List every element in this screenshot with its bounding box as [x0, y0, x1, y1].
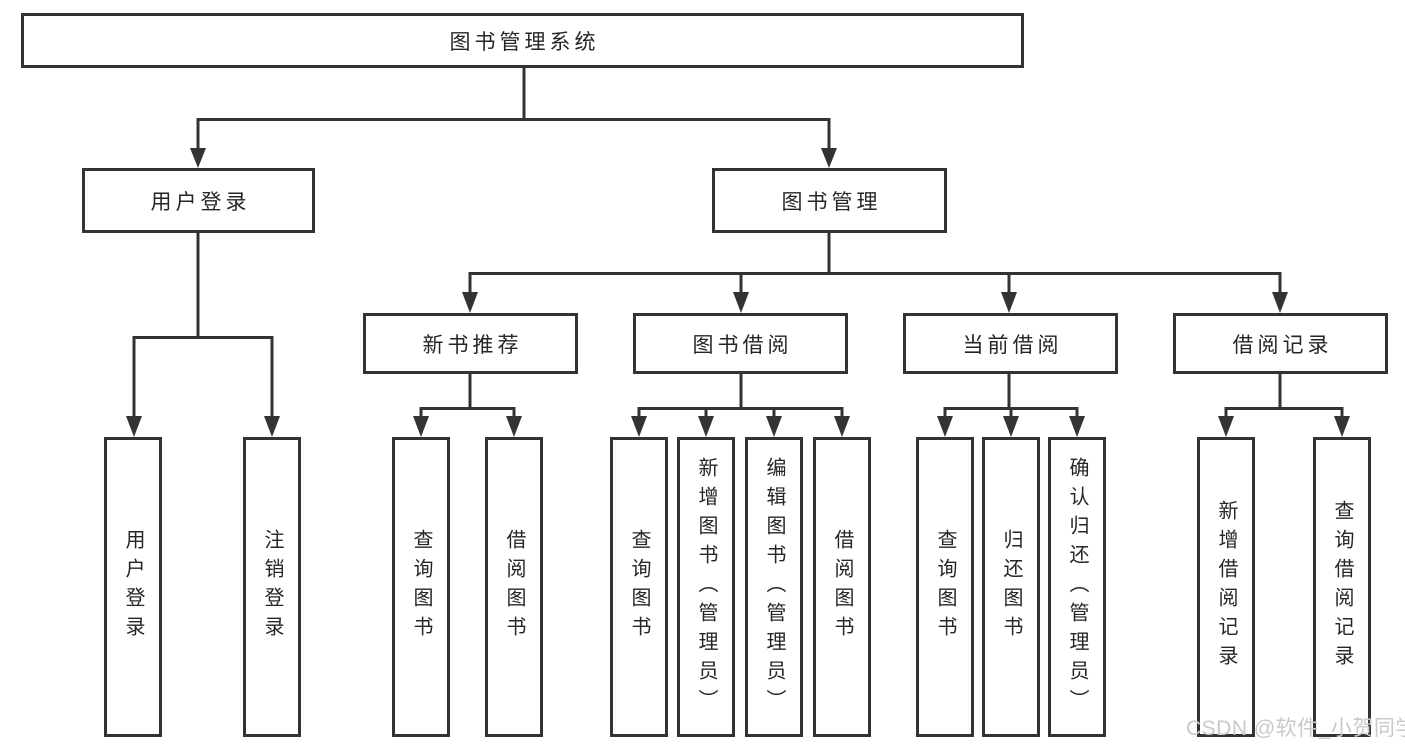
arrowhead-icon — [1334, 416, 1350, 437]
node-label: 新书推荐 — [422, 333, 523, 357]
leaf-query-books-recommend: 查询图书 — [392, 437, 450, 737]
leaf-borrow-book: 借阅图书 — [813, 437, 871, 737]
node-label: 图书借阅 — [692, 333, 793, 357]
node-label: 借阅记录 — [1232, 333, 1333, 357]
arrowhead-icon — [821, 148, 837, 168]
leaf-borrow-books-recommend: 借阅图书 — [485, 437, 543, 737]
leaf-label: 查询图书 — [934, 529, 956, 645]
arrowhead-icon — [834, 416, 850, 437]
leaf-label: 注销登录 — [261, 529, 283, 645]
arrowhead-icon — [413, 416, 429, 437]
arrowhead-icon — [631, 416, 647, 437]
leaf-logout: 注销登录 — [243, 437, 301, 737]
node-library-system: 图书管理系统 — [21, 13, 1024, 68]
leaf-add-book-admin: 新增图书（管理员） — [677, 437, 735, 737]
leaf-return-book: 归还图书 — [982, 437, 1040, 737]
node-label: 用户登录 — [150, 190, 251, 214]
node-label: 当前借阅 — [962, 333, 1063, 357]
connector-records-to-leaves — [1224, 374, 1344, 420]
leaf-confirm-return-admin: 确认归还（管理员） — [1048, 437, 1106, 737]
node-current-borrowing: 当前借阅 — [903, 313, 1118, 374]
arrowhead-icon — [1001, 292, 1017, 313]
leaf-edit-book-admin: 编辑图书（管理员） — [745, 437, 803, 737]
arrowhead-icon — [1272, 292, 1288, 313]
leaf-label: 新增图书（管理员） — [695, 456, 717, 718]
leaf-label: 编辑图书（管理员） — [763, 456, 785, 718]
arrowhead-icon — [264, 416, 280, 437]
node-borrow-records: 借阅记录 — [1173, 313, 1388, 374]
leaf-query-books-current: 查询图书 — [916, 437, 974, 737]
leaf-add-borrow-record: 新增借阅记录 — [1197, 437, 1255, 737]
leaf-label: 新增借阅记录 — [1215, 500, 1237, 674]
arrowhead-icon — [126, 416, 142, 437]
connector-currentborrow-to-leaves — [943, 374, 1079, 420]
node-label: 图书管理系统 — [449, 30, 600, 54]
connector-root-to-level2 — [196, 68, 831, 150]
connector-bookmgmt-to-level3 — [468, 233, 1282, 295]
node-book-management: 图书管理 — [712, 168, 947, 233]
leaf-label: 查询图书 — [628, 529, 650, 645]
node-user-login: 用户登录 — [82, 168, 315, 233]
arrowhead-icon — [1003, 416, 1019, 437]
node-label: 图书管理 — [781, 190, 882, 214]
leaf-label: 查询借阅记录 — [1331, 500, 1353, 674]
leaf-label: 借阅图书 — [831, 529, 853, 645]
arrowhead-icon — [506, 416, 522, 437]
connector-bookborrow-to-leaves — [637, 374, 844, 420]
leaf-label: 查询图书 — [410, 529, 432, 645]
arrowhead-icon — [1069, 416, 1085, 437]
node-book-borrowing: 图书借阅 — [633, 313, 848, 374]
leaf-label: 用户登录 — [122, 529, 144, 645]
arrowhead-icon — [733, 292, 749, 313]
arrowhead-icon — [698, 416, 714, 437]
node-new-book-recommend: 新书推荐 — [363, 313, 578, 374]
leaf-label: 确认归还（管理员） — [1066, 456, 1088, 718]
arrowhead-icon — [937, 416, 953, 437]
connector-newbook-to-leaves — [419, 374, 516, 420]
csdn-watermark: CSDN @软件_小贺同学 — [1186, 717, 1405, 740]
leaf-label: 借阅图书 — [503, 529, 525, 645]
leaf-user-login: 用户登录 — [104, 437, 162, 737]
leaf-query-borrow-record: 查询借阅记录 — [1313, 437, 1371, 737]
leaf-label: 归还图书 — [1000, 529, 1022, 645]
arrowhead-icon — [1218, 416, 1234, 437]
connector-userlogin-to-leaves — [132, 233, 274, 419]
arrowhead-icon — [766, 416, 782, 437]
leaf-query-books-borrow: 查询图书 — [610, 437, 668, 737]
arrowhead-icon — [190, 148, 206, 168]
arrowhead-icon — [462, 292, 478, 313]
